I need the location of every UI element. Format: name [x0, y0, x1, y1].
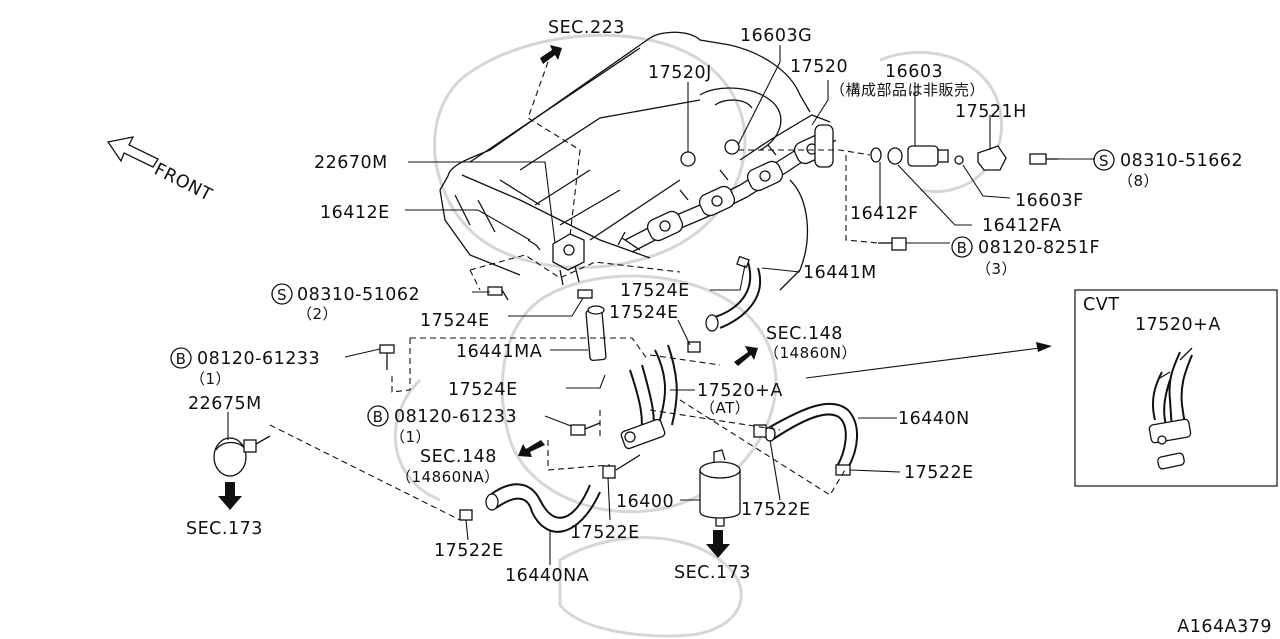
label-08120-8251F-qty: （3）: [976, 260, 1017, 278]
cvt-inset-box: [1074, 289, 1278, 487]
label-17524E-mid: 17524E: [420, 311, 490, 331]
injector-assembly-16603: [870, 145, 1058, 171]
fuel-filter-16400: [699, 449, 741, 527]
label-16412F: 16412F: [850, 204, 919, 224]
label-sec173-left: SEC.173: [186, 519, 263, 539]
label-17520A-at: （AT）: [700, 399, 750, 417]
sec173-left-arrow-icon: [218, 482, 242, 510]
bolt-08120-61233-a: [379, 344, 395, 370]
label-16603F: 16603F: [1015, 191, 1084, 211]
label-08120-61233-b: 08120-61233: [394, 407, 517, 427]
b-symbol-08120-61233-b: B: [373, 408, 384, 426]
regulator-bracket: [527, 239, 541, 251]
label-17520J: 17520J: [648, 63, 712, 83]
label-22675M: 22675M: [188, 394, 262, 414]
front-arrow-icon: [106, 136, 159, 168]
label-16603G: 16603G: [740, 26, 812, 46]
label-17524E-upper: 17524E: [620, 281, 690, 301]
label-08120-8251F: 08120-8251F: [978, 238, 1100, 258]
bolt-08120-8251f: [878, 237, 907, 251]
label-08310-51062-qty: （2）: [297, 305, 338, 323]
label-16440N: 16440N: [898, 409, 970, 429]
hose-16440NA: [459, 454, 641, 533]
label-08120-61233-b-qty: （1）: [390, 428, 431, 446]
fuel-tube-17520A: [620, 341, 701, 450]
label-17522E-left: 17522E: [434, 541, 504, 561]
label-16603: 16603: [885, 62, 943, 82]
label-sec148-left-sub: （14860NA）: [396, 468, 500, 486]
label-16400: 16400: [616, 492, 674, 512]
label-08310-51062: 08310-51062: [297, 285, 420, 305]
s-symbol-08310-51062: S: [277, 286, 287, 304]
hose-16441MA: [577, 289, 607, 362]
sec148-left-arrow-icon: [518, 440, 545, 457]
sec148-right-arrow-icon: [734, 346, 758, 366]
hose-16440N: [753, 402, 859, 476]
label-17522E-filter: 17522E: [741, 500, 811, 520]
diagram-ref-code: A164A379: [1177, 617, 1272, 637]
label-17522E-mid: 17522E: [570, 523, 640, 543]
label-17520A: 17520+A: [697, 381, 783, 401]
symbol-circles: [170, 149, 1115, 427]
label-17524E-right: 17524E: [609, 303, 679, 323]
cvt-pointer-arrow: [805, 342, 1052, 379]
bolt-08310-51062: [487, 286, 509, 301]
gasket-17520J: [680, 151, 696, 167]
label-16412FA: 16412FA: [982, 216, 1062, 236]
label-08120-61233-a-qty: （1）: [190, 370, 231, 388]
label-16441M: 16441M: [803, 263, 877, 283]
label-sec148-right-sub: （14860N）: [764, 344, 857, 362]
fuel-rail-17520: [617, 114, 837, 253]
label-17520A-cvt: 17520+A: [1135, 315, 1221, 335]
watermark: [393, 33, 1003, 638]
label-08310-51662: 08310-51662: [1120, 151, 1243, 171]
label-17520: 17520: [790, 57, 848, 77]
leader-lines: [227, 45, 1095, 565]
label-16412E: 16412E: [320, 203, 390, 223]
label-sec223: SEC.223: [548, 18, 625, 38]
label-17522E-right: 17522E: [904, 463, 974, 483]
bolt-08120-61233-b: [570, 422, 601, 436]
dashed-reference-lines: [269, 61, 879, 521]
b-symbol-08120-8251f: B: [957, 239, 968, 257]
label-sec148-right: SEC.148: [766, 324, 843, 344]
label-16440NA: 16440NA: [505, 566, 589, 586]
label-08120-61233-a: 08120-61233: [197, 349, 320, 369]
label-08310-51662-qty: （8）: [1118, 172, 1159, 190]
label-cvt: CVT: [1083, 295, 1119, 315]
s-symbol-08310-51662: S: [1099, 152, 1109, 170]
sec223-arrow-icon: [540, 45, 562, 64]
pressure-regulator-22670M: [552, 233, 585, 286]
label-22670M: 22670M: [314, 153, 388, 173]
hose-16441M: [705, 255, 761, 332]
gasket-16603G: [724, 139, 740, 155]
damper-22675M: [213, 435, 271, 477]
sec173-bottom-arrow-icon: [706, 530, 730, 558]
label-17524E-lower: 17524E: [448, 380, 518, 400]
label-17521H: 17521H: [955, 102, 1027, 122]
engine-cover-outline: [439, 31, 811, 291]
label-sec148-left: SEC.148: [420, 447, 497, 467]
label-16441MA: 16441MA: [456, 342, 542, 362]
b-symbol-08120-61233-a: B: [176, 350, 187, 368]
front-label: FRONT: [151, 160, 216, 206]
label-sec173-bottom: SEC.173: [674, 563, 751, 583]
label-16603-note: （構成部品は非販売）: [830, 81, 985, 99]
